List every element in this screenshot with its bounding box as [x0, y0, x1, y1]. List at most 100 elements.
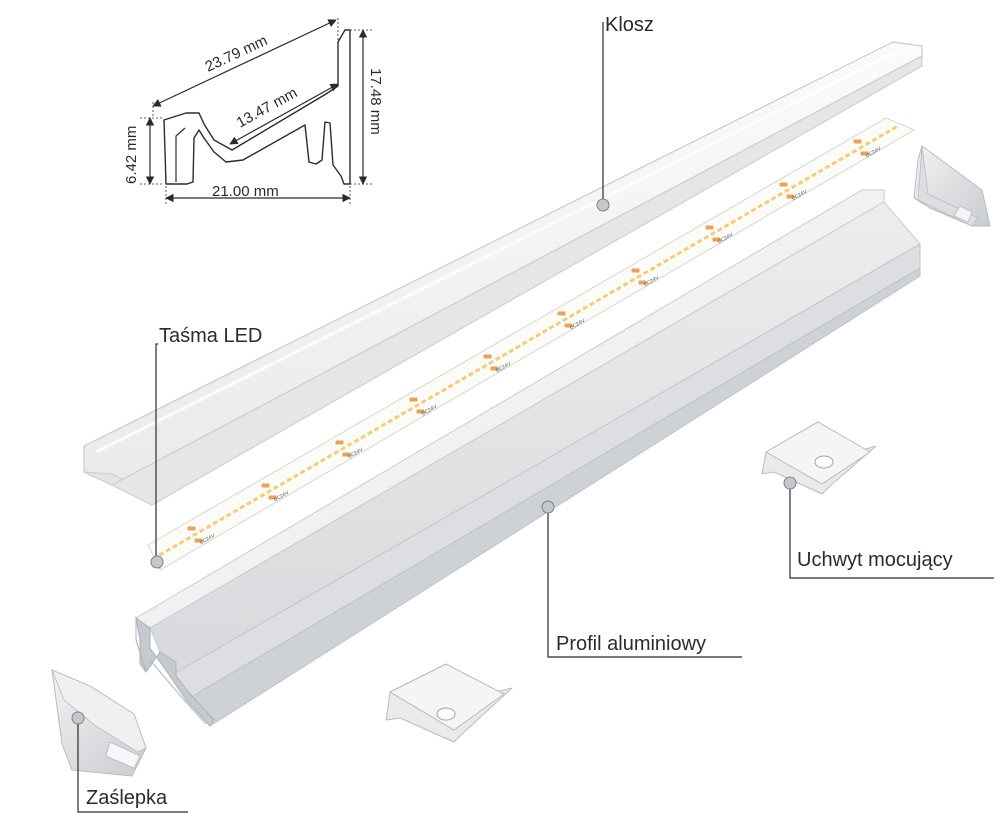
led-chip	[286, 477, 293, 483]
led-chip	[858, 144, 864, 151]
callout-tasma-led: Taśma LED	[150, 325, 262, 569]
led-chip	[205, 524, 212, 530]
led-chip	[185, 535, 192, 541]
solder-pad	[557, 311, 566, 316]
led-chip	[440, 387, 447, 393]
led-chip	[562, 316, 568, 323]
led-chip	[299, 469, 306, 475]
led-chip	[884, 129, 891, 135]
led-chip	[239, 504, 246, 510]
mounting-clip-right	[761, 421, 877, 495]
led-chip	[218, 516, 225, 522]
led-chip	[353, 438, 360, 444]
led-chip	[810, 172, 817, 178]
aluminium-profile	[135, 189, 921, 727]
dim-diagonal-label: 23.79 mm	[203, 32, 271, 76]
led-chip	[528, 336, 535, 342]
led-chip	[703, 234, 710, 240]
led-chip	[582, 305, 589, 311]
led-chip	[878, 133, 885, 139]
label-tasma-led: Taśma LED	[159, 325, 262, 347]
led-chip	[777, 191, 784, 197]
led-chip	[292, 473, 299, 479]
solder-pad	[631, 268, 640, 273]
diffuser-cover	[83, 41, 923, 506]
solder-pad	[335, 440, 344, 445]
solder-pad	[490, 366, 499, 371]
led-chip	[831, 160, 838, 166]
led-chip	[710, 230, 716, 237]
led-chip	[750, 207, 757, 213]
led-chip	[871, 137, 878, 143]
led-chip	[683, 246, 690, 252]
led-chip	[245, 500, 252, 506]
label-profil: Profil aluminiowy	[556, 633, 706, 655]
solder-pad	[853, 139, 862, 144]
led-chip	[467, 371, 474, 377]
led-chip	[797, 180, 804, 186]
led-chip	[689, 242, 696, 248]
led-chip	[326, 453, 333, 459]
label-uchwyt: Uchwyt mocujący	[797, 549, 953, 571]
led-chip	[252, 496, 259, 502]
dim-width-bottom-label: 21.00 mm	[212, 183, 279, 200]
led-chip	[232, 508, 239, 514]
end-cap-bottom-left	[51, 669, 147, 777]
led-chip	[548, 324, 555, 330]
led-chip	[656, 262, 663, 268]
led-chip	[595, 297, 602, 303]
led-chip	[387, 418, 394, 424]
solder-pad	[261, 483, 270, 488]
led-chip	[366, 430, 373, 436]
led-chip	[333, 449, 340, 455]
led-chip	[266, 488, 272, 495]
solder-pad	[638, 280, 647, 285]
led-chip	[790, 184, 797, 190]
dim-height-left-label: 6.42 mm	[123, 126, 140, 184]
led-chip	[171, 543, 178, 549]
led-chip	[494, 356, 501, 362]
led-chip	[198, 528, 205, 534]
led-chip	[488, 359, 494, 366]
callout-zaslepka: Zaślepka	[71, 711, 188, 813]
led-chip	[555, 320, 562, 326]
led-chip	[225, 512, 232, 518]
callout-uchwyt: Uchwyt mocujący	[783, 476, 994, 579]
led-chip	[602, 293, 609, 299]
led-chip	[535, 332, 542, 338]
led-chip	[340, 445, 346, 452]
solder-pad	[860, 151, 869, 156]
led-chip	[541, 328, 548, 334]
solder-pad	[268, 495, 277, 500]
led-chip	[306, 465, 313, 471]
led-chip	[763, 199, 770, 205]
led-chip	[158, 551, 165, 557]
led-chip	[864, 141, 871, 147]
led-chip	[676, 250, 683, 256]
led-chip	[642, 270, 649, 276]
end-cap-top-right	[913, 145, 991, 227]
led-chip	[380, 422, 387, 428]
led-chip	[575, 309, 582, 315]
led-chip	[730, 219, 737, 225]
led-chip	[804, 176, 811, 182]
led-chip	[521, 340, 528, 346]
solder-pad	[712, 237, 721, 242]
callout-profil: Profil aluminiowy	[541, 500, 742, 658]
led-chip	[420, 399, 427, 405]
led-chip	[454, 379, 461, 385]
led-chip	[192, 531, 198, 538]
led-chip	[629, 277, 636, 283]
led-chip	[770, 195, 777, 201]
dim-height-right-label: 17.48 mm	[367, 68, 384, 135]
led-chip	[400, 410, 407, 416]
label-zaslepka: Zaślepka	[86, 787, 168, 809]
led-chip	[736, 215, 743, 221]
led-chip	[481, 363, 488, 369]
led-chip	[784, 187, 790, 194]
led-chip	[178, 539, 185, 545]
label-klosz: Klosz	[605, 14, 654, 36]
led-chip	[817, 168, 824, 174]
solder-pad	[779, 182, 788, 187]
